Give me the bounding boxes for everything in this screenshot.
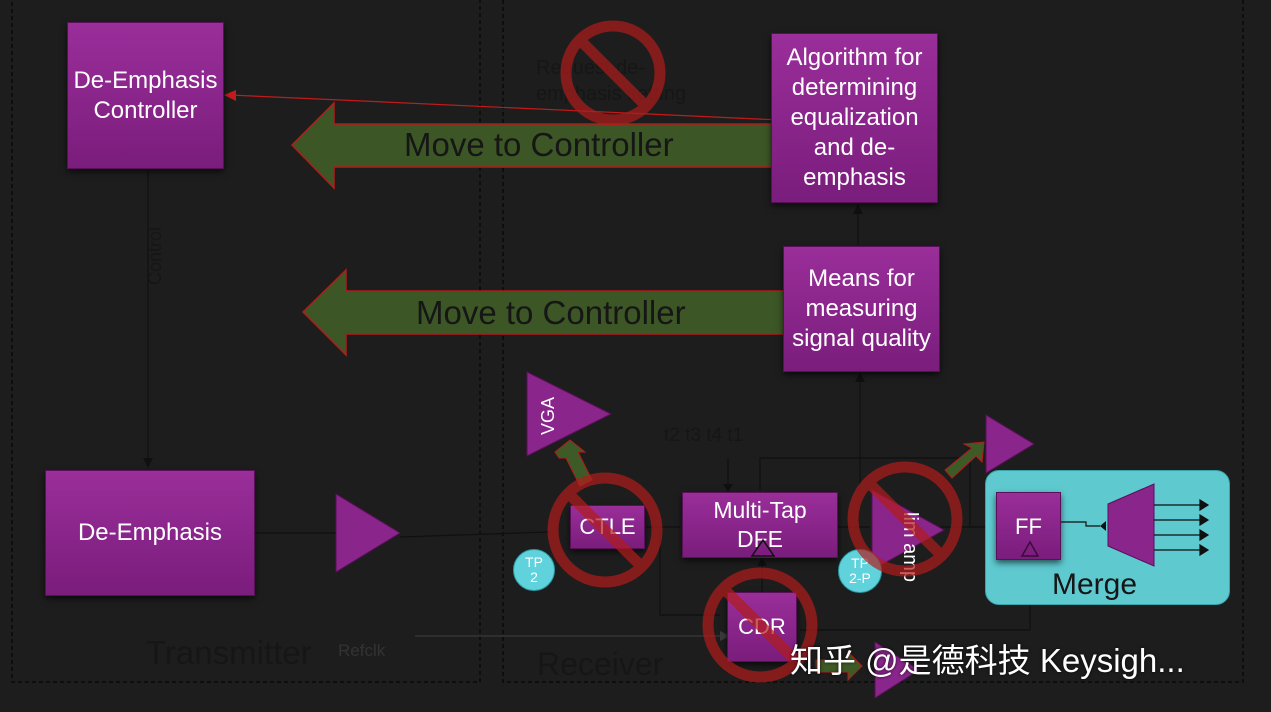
ff-block: FF xyxy=(996,492,1061,560)
cdr-output-amplifier-icon xyxy=(874,641,920,699)
merge-label: Merge xyxy=(1052,568,1138,601)
algorithm-block: Algorithm for determining equalization a… xyxy=(771,33,938,203)
refclk-label: Refclk xyxy=(338,641,386,660)
output-amplifier-icon xyxy=(985,414,1035,474)
ff-label: FF xyxy=(1015,514,1042,539)
de-emphasis-block: De-Emphasis xyxy=(45,470,255,596)
tp2p-label: TP 2-P xyxy=(849,555,871,586)
multi-tap-dfe-block: Multi-Tap DFE xyxy=(682,492,838,558)
lim-amp-to-out-arrow xyxy=(944,441,985,479)
receiver-region xyxy=(502,0,1244,683)
prohibit-icon xyxy=(560,20,666,126)
means-measuring-label: Means for measuring signal quality xyxy=(792,265,931,352)
cdr-out-arrow xyxy=(815,650,863,682)
de-emphasis-controller-label: De-Emphasis Controller xyxy=(73,66,218,124)
tp2-marker: TP 2 xyxy=(513,549,555,591)
transmitter-region xyxy=(11,0,481,683)
ff-clock-marker-icon xyxy=(1020,540,1040,557)
de-emphasis-label: De-Emphasis xyxy=(77,519,223,546)
demux-icon xyxy=(1107,483,1155,567)
watermark-text: 知乎 @是德科技 Keysigh... xyxy=(790,642,1185,679)
prohibit-icon xyxy=(547,472,663,588)
multi-tap-dfe-label: Multi-Tap DFE xyxy=(713,497,807,552)
move-arrow-bottom-label: Move to Controller xyxy=(416,294,686,331)
means-measuring-block: Means for measuring signal quality xyxy=(783,246,940,372)
transmitter-label: Transmitter xyxy=(146,634,312,671)
de-emphasis-controller-block: De-Emphasis Controller xyxy=(67,22,224,169)
prohibit-icon xyxy=(847,461,963,577)
tp2-label: TP 2 xyxy=(525,554,543,585)
dfe-clock-marker-icon xyxy=(750,538,776,557)
algorithm-label: Algorithm for determining equalization a… xyxy=(786,44,923,191)
move-arrow-top-label: Move to Controller xyxy=(404,126,674,163)
prohibit-icon xyxy=(702,567,818,683)
vga-amplifier-icon xyxy=(526,371,613,457)
taps-label: t2 t3 t4 t1 xyxy=(664,425,744,446)
driver-amplifier-icon xyxy=(335,493,401,573)
receiver-label: Receiver xyxy=(537,646,664,682)
